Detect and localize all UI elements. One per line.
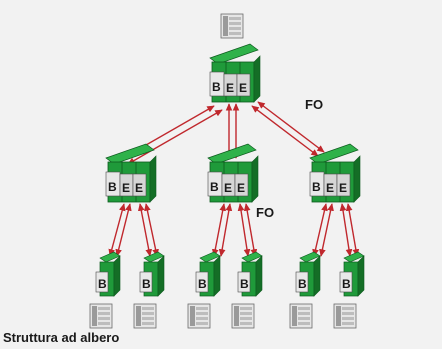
link-c-d xyxy=(243,203,258,257)
link-l-a xyxy=(108,203,126,257)
link-r-d xyxy=(345,203,360,257)
leaf-module-6-letter: B xyxy=(342,277,351,291)
diagram-caption: Struttura ad albero xyxy=(3,330,120,345)
fiber-links xyxy=(108,101,360,257)
right-module-b-letter: B xyxy=(312,180,321,194)
leaf-module-6: B xyxy=(339,251,365,297)
link-c-b xyxy=(218,203,233,257)
link-r-b xyxy=(319,203,334,257)
leaf-module-3: B xyxy=(195,251,221,297)
fo-label-middle: FO xyxy=(256,205,274,220)
leaf-field-device-4 xyxy=(231,303,255,329)
leaf-module-1: B xyxy=(95,251,121,297)
center-module-b-letter: B xyxy=(210,180,219,194)
right-module-e1-letter: E xyxy=(326,181,334,195)
leaf-module-4-letter: B xyxy=(240,277,249,291)
root-module-b-letter: B xyxy=(212,80,221,94)
link-l-b xyxy=(115,203,132,257)
leaf-module-1-letter: B xyxy=(98,277,107,291)
left-module-e1-letter: E xyxy=(122,181,130,195)
link-r-a xyxy=(312,203,328,257)
leaf-module-2: B xyxy=(139,251,165,297)
leaf-module-2-letter: B xyxy=(142,277,151,291)
leaf-field-device-1 xyxy=(89,303,113,329)
link-root-right-a xyxy=(251,105,319,157)
link-l-d xyxy=(144,203,159,257)
leaf-module-5-letter: B xyxy=(298,277,307,291)
center-module: B E E xyxy=(207,143,259,203)
link-l-c xyxy=(137,203,153,257)
root-field-device xyxy=(220,13,244,39)
link-root-right-b xyxy=(257,101,325,153)
leaf-field-device-6 xyxy=(333,303,357,329)
link-root-left-b xyxy=(127,109,223,165)
fo-label-top: FO xyxy=(305,97,323,112)
right-module-e2-letter: E xyxy=(339,181,347,195)
leaf-field-device-3 xyxy=(187,303,211,329)
root-module-e1-letter: E xyxy=(226,81,234,95)
root-module-e2-letter: E xyxy=(239,81,247,95)
leaf-module-4: B xyxy=(237,251,263,297)
right-module: B E E xyxy=(309,143,361,203)
leaf-field-device-2 xyxy=(133,303,157,329)
leaf-module-3-letter: B xyxy=(198,277,207,291)
leaf-field-device-5 xyxy=(289,303,313,329)
center-module-e1-letter: E xyxy=(224,181,232,195)
root-module: B E E xyxy=(209,43,261,103)
center-module-e2-letter: E xyxy=(237,181,245,195)
left-module-b-letter: B xyxy=(108,180,117,194)
left-module: B E E xyxy=(105,143,157,203)
leaf-module-5: B xyxy=(295,251,321,297)
left-module-e2-letter: E xyxy=(135,181,143,195)
